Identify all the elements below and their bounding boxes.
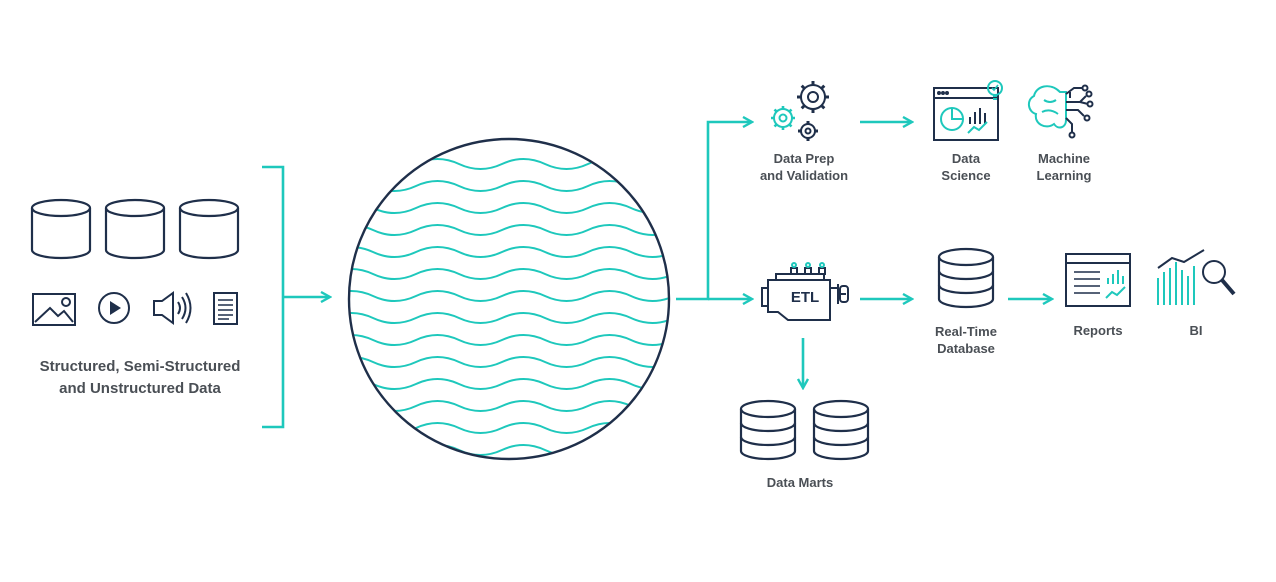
sources-bracket xyxy=(262,165,330,429)
sources-label: Structured, Semi-Structured and Unstruct… xyxy=(39,358,241,397)
gears-icon xyxy=(771,81,829,141)
brain-circuit-icon xyxy=(1028,84,1094,139)
realtime-database-label: Real-Time Database xyxy=(935,324,997,356)
database-icon xyxy=(30,198,92,260)
database-icon xyxy=(104,198,166,260)
data-science-icon xyxy=(933,80,1003,141)
etl-engine-icon xyxy=(761,262,849,321)
reports-label: Reports xyxy=(1073,323,1123,338)
data-marts-label: Data Marts xyxy=(766,475,834,490)
bi-analytics-icon xyxy=(1157,249,1236,305)
bi-label: BI xyxy=(1189,323,1203,338)
image-icon xyxy=(32,293,76,326)
data-prep-label: Data Prep and Validation xyxy=(759,151,849,183)
database-icon xyxy=(178,198,240,260)
data-science-label: Data Science xyxy=(941,151,991,183)
document-icon xyxy=(213,292,238,325)
data-lake-waves-icon xyxy=(347,137,671,461)
play-icon xyxy=(98,292,130,324)
etl-label: ETL xyxy=(790,289,820,306)
realtime-database-icon xyxy=(937,247,995,309)
data-mart-icon xyxy=(812,399,870,461)
lake-output-arrows xyxy=(676,122,1052,388)
data-mart-icon xyxy=(739,399,797,461)
reports-icon xyxy=(1065,253,1131,307)
audio-icon xyxy=(153,291,192,325)
machine-learning-label: Machine Learning xyxy=(1036,151,1092,183)
